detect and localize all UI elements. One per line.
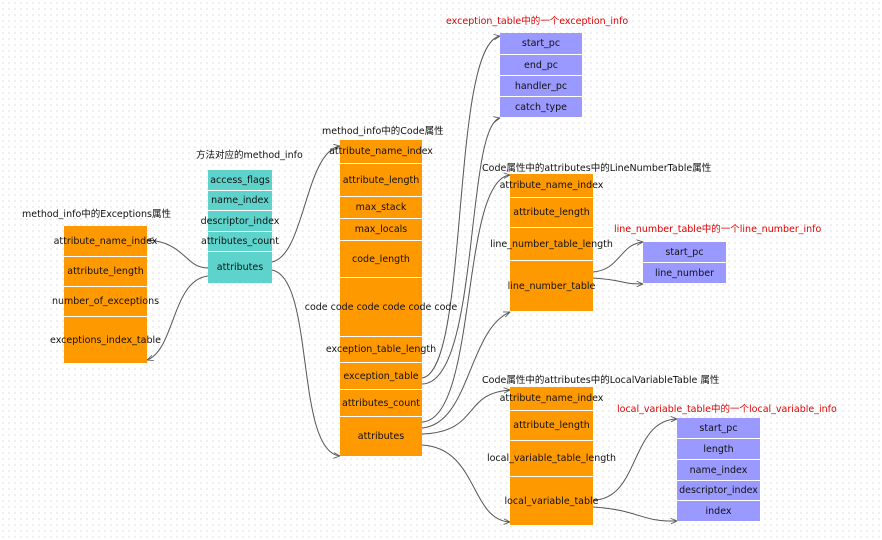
connector-attributes-to-exceptions-top	[147, 240, 209, 269]
local-variable-info-title: local_variable_table中的一个local_variable_i…	[617, 404, 837, 415]
exceptions-attribute-title: method_info中的Exceptions属性	[22, 209, 171, 220]
method-info-field: descriptor_index	[201, 211, 279, 232]
code-attribute-field: max_stack	[340, 197, 422, 219]
connector-linenumber-table-to-info-bottom	[592, 277, 643, 284]
method-info-field: name_index	[208, 191, 272, 211]
connector-code-attributes-to-linenumber-bottom	[421, 312, 510, 429]
code-attribute-field: code_length	[340, 241, 422, 278]
connector-attributes-to-exceptions-bottom	[147, 275, 209, 360]
connector-localvar-table-to-info-top	[592, 419, 677, 501]
method-info-field: attributes_count	[201, 232, 279, 252]
method-info-field: attributes	[208, 252, 272, 284]
line-number-table-attribute-field: line_number_table_length	[490, 228, 613, 261]
local-variable-info-field: name_index	[677, 460, 760, 481]
line-number-info-field: line_number	[643, 263, 726, 284]
code-attribute-field: exception_table_length	[326, 337, 436, 363]
exception-info-field: end_pc	[500, 55, 582, 76]
line-number-table-attribute-field: attribute_length	[510, 198, 593, 228]
exception-info-field: start_pc	[500, 33, 582, 55]
local-variable-table-attribute-field: attribute_length	[510, 411, 593, 441]
code-attribute-title: method_info中的Code属性	[322, 126, 444, 137]
line-number-table-attribute-box: attribute_name_index attribute_length li…	[490, 174, 613, 312]
code-attribute-field: attribute_length	[340, 164, 422, 197]
connector-linenumber-table-to-info-top	[592, 242, 643, 273]
exception-info-title: exception_table中的一个exception_info	[446, 16, 629, 27]
connector-exception-table-to-info-top	[421, 36, 500, 379]
local-variable-info-field: descriptor_index	[677, 481, 760, 501]
connector-code-attributes-to-localvar-top	[421, 390, 510, 435]
code-attribute-field: exception_table	[340, 363, 422, 390]
code-attribute-field: max_locals	[340, 219, 422, 241]
local-variable-table-attribute-field: attribute_name_index	[500, 387, 603, 411]
local-variable-table-attribute-field: local_variable_table	[504, 477, 599, 526]
line-number-table-attribute-field: attribute_name_index	[500, 174, 603, 198]
method-info-box: access_flags name_index descriptor_index…	[201, 170, 279, 284]
connector-code-attributes-to-linenumber-top	[421, 175, 510, 423]
code-attribute-field: attributes_count	[340, 390, 422, 417]
connector-exception-table-to-info-bottom	[421, 118, 500, 385]
code-attribute-box: attribute_name_index attribute_length ma…	[305, 140, 457, 457]
local-variable-table-attribute-field: local_variable_table_length	[487, 441, 616, 477]
line-number-table-attribute-field: line_number_table	[508, 261, 595, 312]
code-attribute-field: attribute_name_index	[329, 140, 433, 164]
exceptions-attribute-box: attribute_name_index attribute_length nu…	[50, 226, 161, 364]
code-bytes-field: code code code code code code	[305, 278, 457, 337]
method-info-field: access_flags	[208, 170, 272, 191]
local-variable-table-attribute-title: Code属性中的attributes中的LocalVariableTable 属…	[482, 375, 720, 386]
connector-attributes-to-code-bottom	[271, 269, 340, 456]
local-variable-table-attribute-box: attribute_name_index attribute_length lo…	[487, 387, 616, 526]
exceptions-attribute-field: attribute_length	[64, 257, 147, 287]
line-number-table-attribute-title: Code属性中的attributes中的LineNumberTable属性	[482, 163, 712, 174]
line-number-info-field: start_pc	[643, 242, 726, 263]
local-variable-info-field: index	[677, 501, 760, 522]
connector-code-attributes-to-localvar-bottom	[421, 444, 510, 522]
exception-info-box: start_pc end_pc handler_pc catch_type	[500, 33, 582, 118]
exceptions-attribute-field: exceptions_index_table	[50, 317, 161, 364]
connector-attributes-to-code-top	[271, 146, 340, 263]
local-variable-info-box: start_pc length name_index descriptor_in…	[677, 418, 760, 522]
exceptions-attribute-field: number_of_exceptions	[52, 287, 159, 317]
exception-info-field: catch_type	[500, 97, 582, 118]
local-variable-info-field: length	[677, 439, 760, 460]
line-number-info-box: start_pc line_number	[643, 242, 726, 284]
connector-localvar-table-to-info-bottom	[592, 506, 677, 521]
method-info-title: 方法对应的method_info	[196, 150, 303, 161]
code-attribute-field: attributes	[340, 417, 422, 457]
exceptions-attribute-field: attribute_name_index	[54, 226, 157, 257]
local-variable-info-field: start_pc	[677, 418, 760, 439]
exception-info-field: handler_pc	[500, 76, 582, 97]
line-number-info-title: line_number_table中的一个line_number_info	[614, 224, 822, 235]
